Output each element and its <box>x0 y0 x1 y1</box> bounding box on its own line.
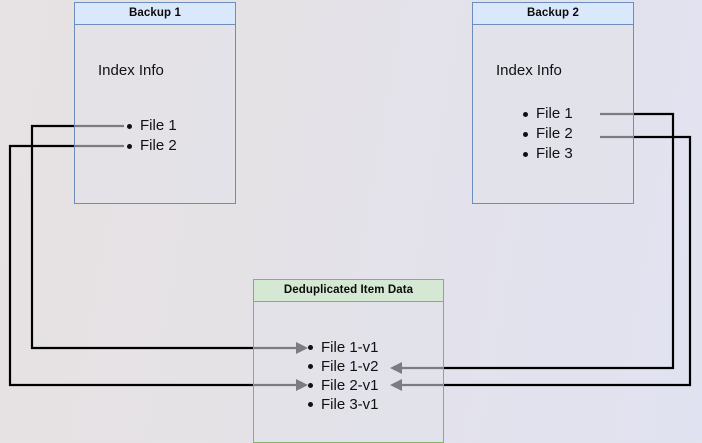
node-backup-2-caption: Index Info <box>496 62 562 79</box>
list-item: File 1 <box>521 104 573 124</box>
node-deduplicated-item-data-body: File 1-v1 File 1-v2 File 2-v1 File 3-v1 <box>254 302 443 440</box>
node-backup-2-title: Backup 2 <box>473 3 633 25</box>
node-backup-2[interactable]: Backup 2 Index Info File 1 File 2 File 3 <box>472 2 634 204</box>
node-deduplicated-item-data-title: Deduplicated Item Data <box>254 280 443 302</box>
list-item: File 1-v2 <box>306 357 379 376</box>
list-item: File 2 <box>125 136 177 156</box>
node-deduplicated-item-data[interactable]: Deduplicated Item Data File 1-v1 File 1-… <box>253 279 444 443</box>
node-backup-1-file-list: File 1 File 2 <box>125 116 177 156</box>
node-backup-2-body: Index Info File 1 File 2 File 3 <box>473 25 633 201</box>
node-backup-1[interactable]: Backup 1 Index Info File 1 File 2 <box>74 2 236 204</box>
node-backup-1-body: Index Info File 1 File 2 <box>75 25 235 201</box>
list-item: File 2 <box>521 124 573 144</box>
list-item: File 3 <box>521 144 573 164</box>
node-backup-1-caption: Index Info <box>98 62 164 79</box>
node-deduplicated-item-list: File 1-v1 File 1-v2 File 2-v1 File 3-v1 <box>306 338 379 414</box>
list-item: File 3-v1 <box>306 395 379 414</box>
node-backup-2-file-list: File 1 File 2 File 3 <box>521 104 573 164</box>
list-item: File 1-v1 <box>306 338 379 357</box>
list-item: File 1 <box>125 116 177 136</box>
list-item: File 2-v1 <box>306 376 379 395</box>
node-backup-1-title: Backup 1 <box>75 3 235 25</box>
